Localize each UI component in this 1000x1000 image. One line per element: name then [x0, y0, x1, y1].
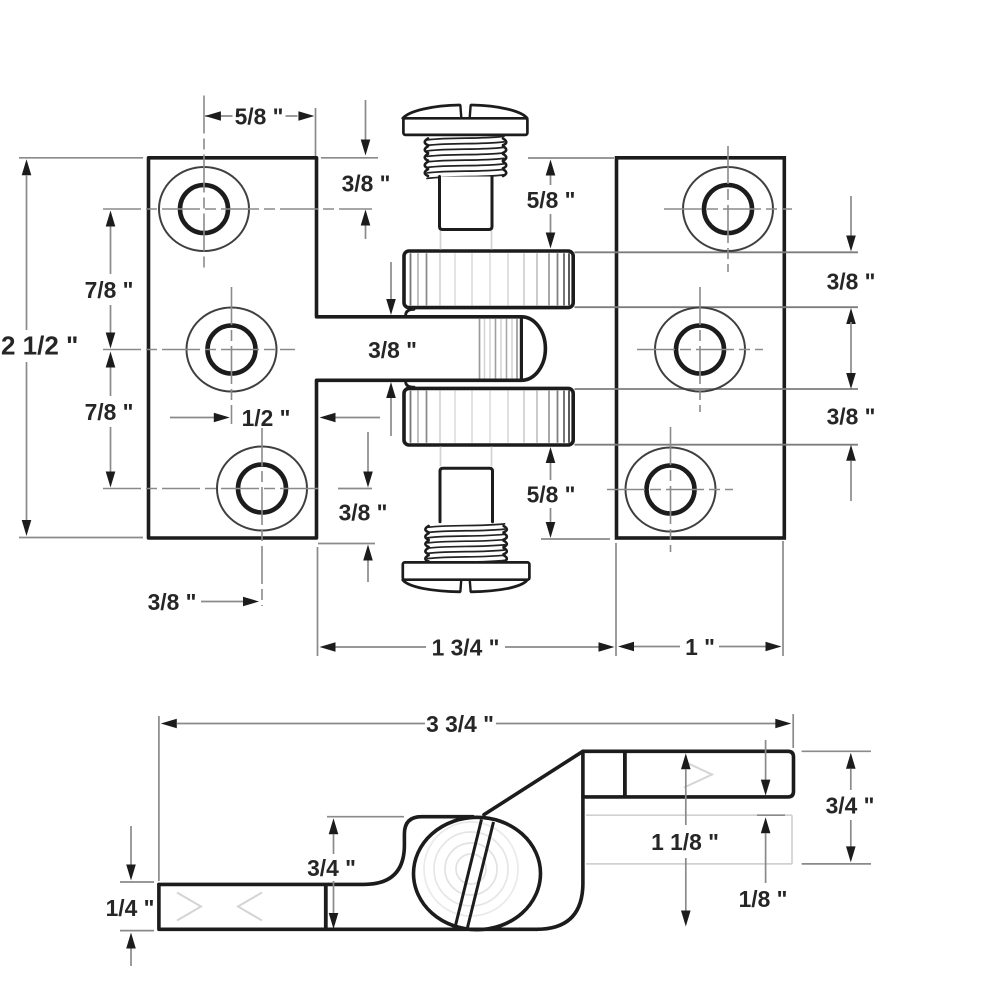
svg-text:1 ": 1 ": [685, 634, 715, 660]
svg-text:5/8 ": 5/8 ": [527, 481, 576, 507]
svg-text:7/8 ": 7/8 ": [85, 277, 134, 303]
svg-text:3/4 ": 3/4 ": [307, 855, 356, 881]
svg-text:5/8 ": 5/8 ": [527, 187, 576, 213]
svg-text:1 1/8 ": 1 1/8 ": [651, 829, 719, 855]
svg-text:1 3/4 ": 1 3/4 ": [432, 634, 500, 660]
svg-text:3/8 ": 3/8 ": [827, 268, 876, 294]
svg-text:3/8 ": 3/8 ": [368, 337, 417, 363]
svg-text:1/2 ": 1/2 ": [242, 405, 291, 431]
svg-text:3/8 ": 3/8 ": [339, 499, 388, 525]
svg-text:3/8 ": 3/8 ": [342, 170, 391, 196]
svg-text:2 1/2 ": 2 1/2 ": [1, 330, 78, 360]
svg-text:1/8 ": 1/8 ": [739, 886, 788, 912]
svg-text:5/8 ": 5/8 ": [235, 103, 284, 129]
svg-text:3/8 ": 3/8 ": [827, 403, 876, 429]
svg-text:3/4 ": 3/4 ": [826, 792, 875, 818]
svg-text:3 3/4 ": 3 3/4 ": [426, 711, 494, 737]
svg-text:3/8 ": 3/8 ": [148, 589, 197, 615]
svg-text:1/4 ": 1/4 ": [106, 895, 155, 921]
svg-text:7/8 ": 7/8 ": [85, 399, 134, 425]
